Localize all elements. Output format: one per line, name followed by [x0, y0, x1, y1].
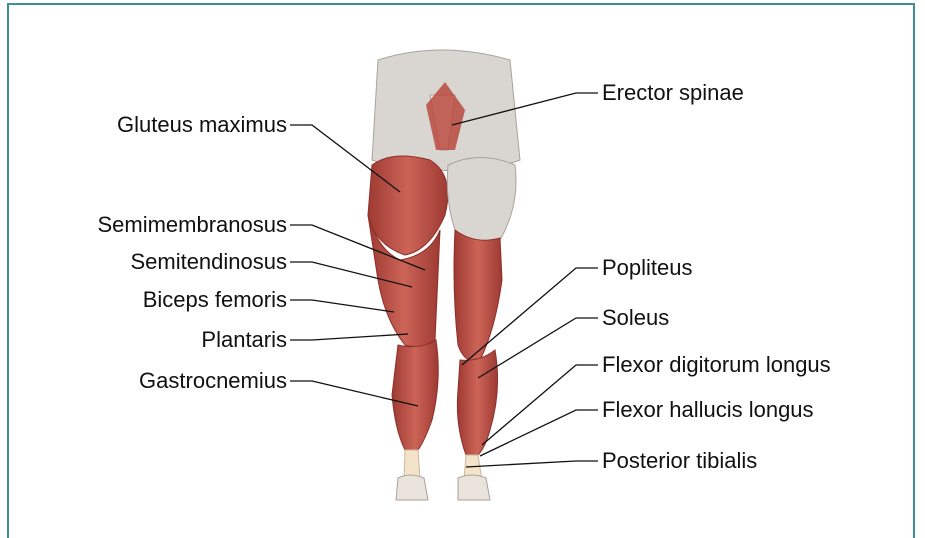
left-calf [392, 340, 438, 450]
label-posterior-tibialis: Posterior tibialis [602, 448, 757, 474]
leader-biceps-femoris [290, 300, 394, 312]
label-biceps-femoris: Biceps femoris [143, 287, 287, 313]
leader-flexor-digitorum-longus [482, 365, 598, 445]
right-thigh [454, 230, 502, 361]
leader-posterior-tibialis [466, 461, 598, 467]
label-flexor-digitorum-longus: Flexor digitorum longus [602, 352, 831, 378]
label-semitendinosus: Semitendinosus [130, 249, 287, 275]
label-semimembranosus: Semimembranosus [97, 212, 287, 238]
right-calf [457, 350, 497, 455]
label-popliteus: Popliteus [602, 255, 693, 281]
right-foot [458, 475, 490, 500]
label-flexor-hallucis-longus: Flexor hallucis longus [602, 397, 814, 423]
leader-plantaris [290, 334, 408, 340]
label-erector-spinae: Erector spinae [602, 80, 744, 106]
left-foot [396, 475, 428, 500]
label-gastrocnemius: Gastrocnemius [139, 368, 287, 394]
leader-flexor-hallucis-longus [480, 410, 598, 456]
right-hip-deep [447, 158, 516, 243]
label-gluteus-maximus: Gluteus maximus [117, 112, 287, 138]
label-plantaris: Plantaris [201, 327, 287, 353]
label-soleus: Soleus [602, 305, 669, 331]
